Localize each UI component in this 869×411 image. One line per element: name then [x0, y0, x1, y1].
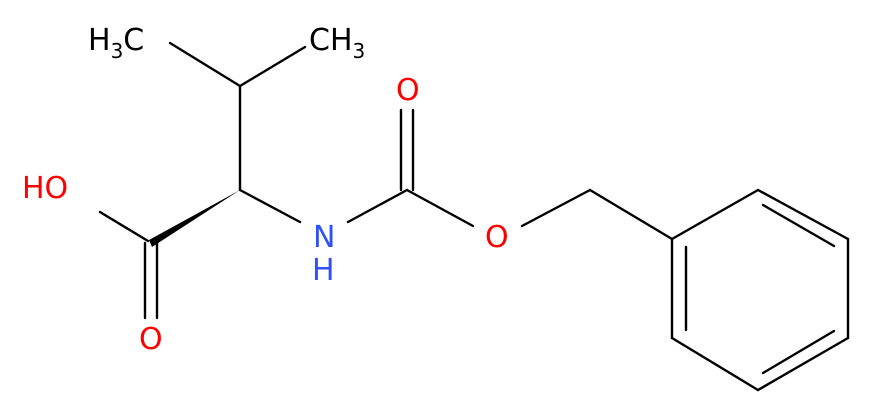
bond-methyl-left [168, 41, 242, 88]
atom-methyl-right: CH3 [309, 23, 365, 63]
bond-n-carbonyl [346, 188, 409, 224]
atom-amine-h: H [312, 253, 335, 288]
ring-bond-5 [670, 336, 760, 392]
atom-methyl-left: H3C [88, 23, 144, 63]
ring-inner-bond-1 [761, 203, 836, 248]
bond-ester-o-ch2 [520, 188, 592, 228]
atom-carbamate-oxygen: O [396, 73, 420, 108]
wedge-bond-alpha-carboxyl [149, 190, 240, 247]
bond-carbonyl-ester-o [405, 188, 475, 228]
bond-ch2-ring [588, 188, 674, 241]
bond-carboxyl-oh [98, 210, 150, 243]
atom-acid-oxygen: O [139, 322, 163, 357]
atom-labels: H3C CH3 HO O N H O O [22, 23, 509, 357]
bond-methyl-right [238, 45, 307, 88]
atom-amine-n: N [313, 220, 335, 255]
ring-bond-4 [756, 336, 850, 392]
bonds [98, 41, 850, 392]
ring-bond-1 [670, 188, 760, 241]
ring-inner-bond-2 [761, 329, 836, 375]
atom-ester-oxygen: O [485, 220, 509, 255]
bond-alpha-n [238, 188, 302, 224]
atom-hydroxyl: HO [22, 171, 68, 206]
ring-bond-2 [756, 188, 850, 241]
